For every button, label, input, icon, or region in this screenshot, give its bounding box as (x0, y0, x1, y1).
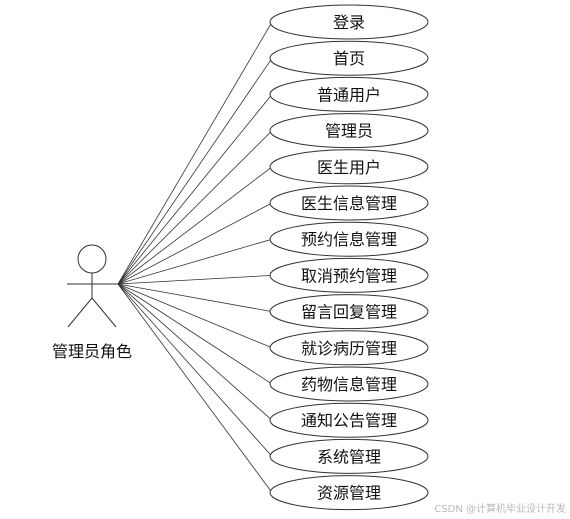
actor-head (77, 244, 107, 274)
use-case: 系统管理 (269, 438, 429, 474)
association-line (117, 238, 273, 285)
use-case-ellipse (269, 294, 429, 330)
use-case: 普通用户 (269, 76, 429, 112)
use-case-label: 预约信息管理 (301, 230, 397, 249)
association-line (117, 202, 273, 285)
use-case: 预约信息管理 (269, 221, 429, 257)
use-case-ellipse (269, 438, 429, 474)
use-case-label: 普通用户 (317, 85, 381, 104)
use-case: 留言回复管理 (269, 294, 429, 330)
use-case-list: 登录首页普通用户管理员医生用户医生信息管理预约信息管理取消预约管理留言回复管理就… (269, 4, 429, 511)
use-case: 医生信息管理 (269, 185, 429, 221)
use-case: 登录 (269, 4, 429, 40)
use-case-ellipse (269, 4, 429, 40)
use-case-label: 通知公告管理 (301, 411, 397, 430)
actor-figure: 管理员角色 (52, 244, 132, 361)
use-case-label: 首页 (333, 49, 365, 68)
use-case-label: 管理员 (325, 122, 373, 141)
use-case-label: 资源管理 (317, 484, 381, 503)
actor-label: 管理员角色 (52, 342, 132, 361)
use-case-ellipse (269, 221, 429, 257)
use-case-ellipse (269, 40, 429, 76)
use-case: 管理员 (269, 113, 429, 149)
association-line (117, 275, 273, 285)
use-case-ellipse (269, 475, 429, 511)
association-line (117, 283, 273, 421)
use-case-label: 药物信息管理 (301, 375, 397, 394)
association-line (117, 283, 273, 493)
association-lines (117, 21, 273, 493)
use-case-ellipse (269, 185, 429, 221)
association-line (117, 21, 273, 285)
association-line (117, 283, 273, 385)
use-case-ellipse (269, 330, 429, 366)
association-line (117, 283, 273, 349)
use-case: 就诊病历管理 (269, 330, 429, 366)
association-line (117, 130, 273, 285)
use-case-label: 就诊病历管理 (301, 339, 397, 358)
use-case: 首页 (269, 40, 429, 76)
use-case-label: 留言回复管理 (301, 303, 397, 322)
use-case-ellipse (269, 113, 429, 149)
use-case: 药物信息管理 (269, 366, 429, 402)
use-case-label: 登录 (333, 13, 365, 32)
use-case-ellipse (269, 402, 429, 438)
use-case-ellipse (269, 149, 429, 185)
use-case-label: 医生用户 (317, 158, 381, 177)
use-case-ellipse (269, 257, 429, 293)
association-line (117, 283, 273, 312)
actor-left-leg (67, 297, 93, 328)
use-case: 资源管理 (269, 475, 429, 511)
use-case: 取消预约管理 (269, 257, 429, 293)
use-case-ellipse (269, 366, 429, 402)
use-case-label: 取消预约管理 (301, 266, 397, 285)
association-line (117, 166, 273, 285)
actor-right-leg (91, 297, 117, 328)
use-case: 医生用户 (269, 149, 429, 185)
use-case: 通知公告管理 (269, 402, 429, 438)
association-line (117, 94, 273, 285)
watermark: CSDN @计算机毕业设计开发 (434, 502, 566, 515)
use-case-label: 医生信息管理 (301, 194, 397, 213)
use-case-ellipse (269, 76, 429, 112)
association-line (117, 283, 273, 457)
use-case-label: 系统管理 (317, 447, 381, 466)
association-line (117, 57, 273, 285)
